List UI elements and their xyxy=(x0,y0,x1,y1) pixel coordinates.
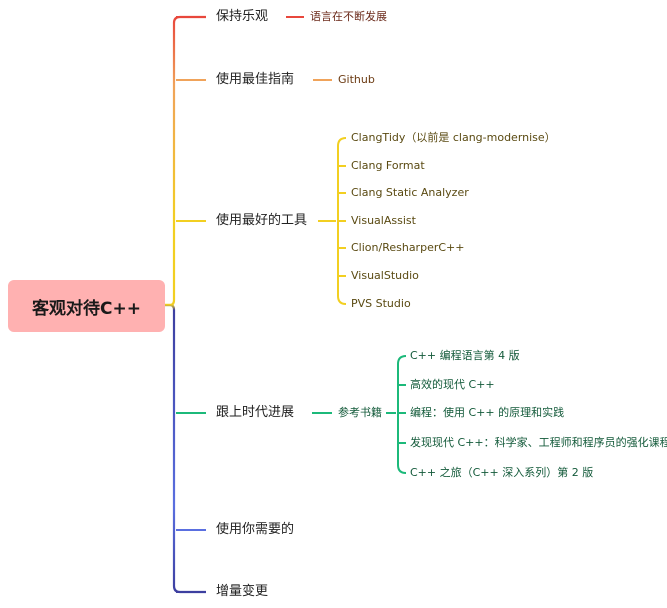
subtopic-github[interactable]: Github xyxy=(338,73,375,86)
book-item[interactable]: 编程：使用 C++ 的原理和实践 xyxy=(410,406,565,419)
trunk-lower xyxy=(165,303,206,594)
tool-item[interactable]: Clion/ResharperC++ xyxy=(351,241,465,254)
tool-item[interactable]: PVS Studio xyxy=(351,297,411,310)
trunk-upper xyxy=(165,15,206,307)
book-item[interactable]: 发现现代 C++：科学家、工程师和程序员的强化课程 xyxy=(410,436,667,449)
subtopic-language-evolving[interactable]: 语言在不断发展 xyxy=(310,10,387,23)
tool-item[interactable]: VisualStudio xyxy=(351,269,419,282)
topic-incremental-change[interactable]: 增量变更 xyxy=(216,584,269,599)
book-item[interactable]: C++ 之旅（C++ 深入系列）第 2 版 xyxy=(410,466,594,479)
tool-item[interactable]: ClangTidy（以前是 clang-modernise） xyxy=(351,131,556,144)
books-bracket xyxy=(397,355,407,474)
root-node[interactable]: 客观对待C++ xyxy=(8,280,165,332)
book-item[interactable]: 高效的现代 C++ xyxy=(410,378,495,391)
subtopic-reference-books[interactable]: 参考书籍 xyxy=(338,406,382,419)
topic-stay-optimistic[interactable]: 保持乐观 xyxy=(216,9,269,24)
tool-item[interactable]: Clang Static Analyzer xyxy=(351,186,469,199)
topic-best-guidelines[interactable]: 使用最佳指南 xyxy=(216,72,295,87)
topic-keep-up[interactable]: 跟上时代进展 xyxy=(216,405,295,420)
book-item[interactable]: C++ 编程语言第 4 版 xyxy=(410,349,520,362)
tool-item[interactable]: Clang Format xyxy=(351,159,425,172)
tool-item[interactable]: VisualAssist xyxy=(351,214,416,227)
topic-best-tools[interactable]: 使用最好的工具 xyxy=(216,213,308,228)
topic-use-what-you-need[interactable]: 使用你需要的 xyxy=(216,522,295,537)
